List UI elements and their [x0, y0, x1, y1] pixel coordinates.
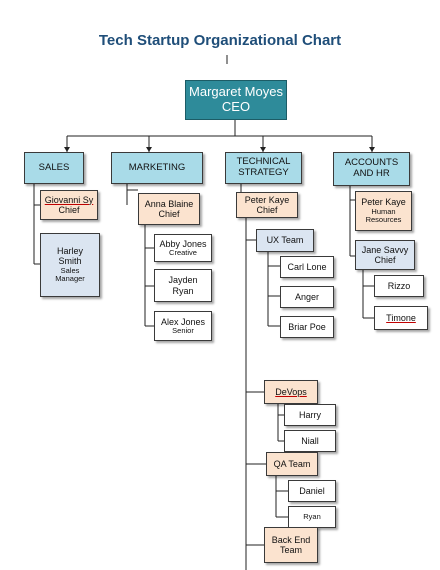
member-role: Creative	[169, 247, 197, 257]
sales-manager[interactable]: Harley Smith Sales Manager	[40, 233, 100, 297]
member-name: Daniel	[299, 485, 325, 496]
accounts-chief-role-1: Human	[371, 206, 396, 216]
member-name: Jayden	[168, 275, 198, 286]
ceo-box[interactable]: Margaret Moyes CEO	[185, 80, 287, 120]
ceo-role: CEO	[221, 99, 251, 114]
accounts-chief-name: Peter Kaye	[361, 197, 406, 208]
qa-team-label: QA Team	[273, 458, 311, 469]
dept-accounts-hr[interactable]: ACCOUNTS AND HR	[333, 152, 410, 186]
sales-manager-role-2: Manager	[55, 274, 85, 284]
devops-team[interactable]: DeVops	[264, 380, 318, 404]
member-name: Niall	[301, 435, 319, 446]
member-name: Abby Jones	[159, 238, 207, 249]
technical-chief-role: Chief	[256, 205, 278, 215]
accounts-member-rizzo[interactable]: Rizzo	[374, 275, 424, 297]
devops-member-harry[interactable]: Harry	[284, 404, 336, 426]
dept-technical-label-1: TECHNICAL	[236, 156, 291, 168]
ux-team[interactable]: UX Team	[256, 229, 314, 252]
accounts-sub-chief[interactable]: Jane Savvy Chief	[355, 240, 415, 270]
marketing-member-alex[interactable]: Alex Jones Senior	[154, 311, 212, 341]
accounts-sub-role: Chief	[374, 255, 396, 265]
qa-member-daniel[interactable]: Daniel	[288, 480, 336, 502]
member-name: Anger	[294, 291, 320, 302]
member-name: Carl Lone	[287, 261, 327, 272]
marketing-chief-name: Anna Blaine	[144, 198, 194, 209]
member-name: Rizzo	[387, 280, 411, 291]
ux-member-anger[interactable]: Anger	[280, 286, 334, 308]
dept-sales[interactable]: SALES	[24, 152, 84, 184]
ux-member-briar[interactable]: Briar Poe	[280, 316, 334, 338]
member-role: Senior	[172, 325, 194, 335]
member-name: Timone	[386, 312, 416, 323]
qa-team[interactable]: QA Team	[266, 452, 318, 476]
ceo-name: Margaret Moyes	[189, 84, 283, 100]
accounts-sub-name: Jane Savvy	[361, 244, 409, 255]
ux-team-label: UX Team	[266, 235, 304, 246]
member-name: Harry	[299, 409, 321, 420]
marketing-chief-role: Chief	[158, 209, 180, 219]
chart-title: Tech Startup Organizational Chart	[98, 32, 342, 49]
dept-marketing[interactable]: MARKETING	[111, 152, 203, 184]
technical-chief-name: Peter Kaye	[244, 194, 290, 205]
qa-member-ryan[interactable]: Ryan	[288, 506, 336, 528]
backend-team[interactable]: Back End Team	[264, 527, 318, 563]
member-name: Alex Jones	[160, 316, 206, 327]
dept-accounts-label-2: AND HR	[353, 168, 390, 179]
ux-member-carl[interactable]: Carl Lone	[280, 256, 334, 278]
accounts-chief[interactable]: Peter Kaye Human Resources	[355, 191, 412, 231]
accounts-member-timone[interactable]: Timone	[374, 306, 428, 330]
member-name-2: Ryan	[172, 285, 194, 296]
sales-chief-role: Chief	[58, 205, 80, 215]
sales-chief-name: Giovanni Sy	[44, 194, 94, 205]
dept-accounts-label-1: ACCOUNTS	[344, 157, 399, 169]
member-name: Ryan	[303, 511, 321, 521]
member-name: Briar Poe	[288, 321, 326, 332]
accounts-chief-role-2: Resources	[365, 215, 402, 225]
marketing-member-abby[interactable]: Abby Jones Creative	[154, 234, 212, 262]
backend-team-label-2: Team	[279, 545, 302, 555]
devops-member-niall[interactable]: Niall	[284, 430, 336, 452]
devops-team-label: DeVops	[275, 386, 307, 397]
sales-manager-first: Harley	[56, 246, 83, 257]
dept-technical-strategy[interactable]: TECHNICAL STRATEGY	[225, 152, 302, 184]
sales-manager-role: Sales	[60, 265, 80, 275]
marketing-chief[interactable]: Anna Blaine Chief	[138, 193, 200, 225]
dept-marketing-label: MARKETING	[128, 161, 186, 173]
sales-manager-last: Smith	[58, 256, 82, 267]
dept-technical-label-2: STRATEGY	[238, 167, 289, 178]
marketing-member-jayden[interactable]: Jayden Ryan	[154, 269, 212, 302]
technical-chief[interactable]: Peter Kaye Chief	[236, 192, 298, 218]
backend-team-label-1: Back End	[271, 534, 311, 545]
sales-chief[interactable]: Giovanni Sy Chief	[40, 190, 98, 220]
dept-sales-label: SALES	[38, 161, 70, 173]
